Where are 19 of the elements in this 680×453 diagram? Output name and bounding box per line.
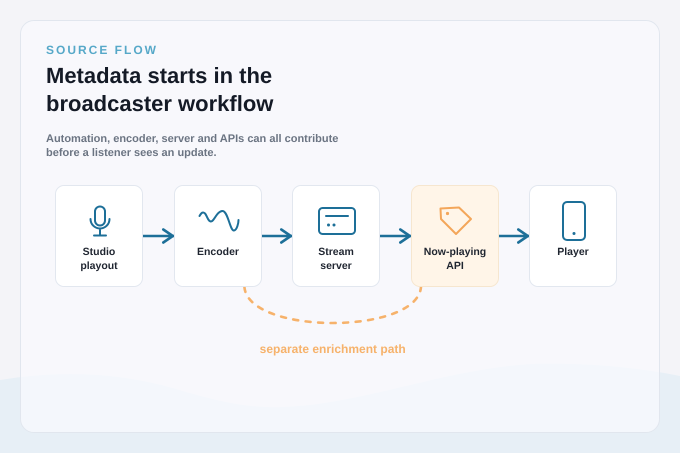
arrow bbox=[143, 228, 174, 244]
edge-label: separate enrichment path bbox=[260, 342, 406, 357]
diagram-title: Metadata starts in the broadcaster workflow bbox=[46, 62, 274, 118]
node-label: Encoder bbox=[197, 245, 239, 259]
arrow bbox=[262, 228, 292, 244]
arrow bbox=[499, 228, 530, 244]
process-box bbox=[292, 185, 380, 287]
node-label: Now-playing API bbox=[422, 245, 488, 273]
process-box bbox=[529, 185, 617, 287]
process-box bbox=[411, 185, 499, 287]
node-label: Stream server bbox=[317, 245, 355, 273]
process-box bbox=[55, 185, 143, 287]
arrow bbox=[380, 228, 412, 244]
subtitle-text: Automation, encoder, server and APIs can all contribute before a listener sees an update. bbox=[46, 132, 340, 160]
eyebrow-label: SOURCE FLOW bbox=[46, 42, 158, 58]
node-label: Player bbox=[557, 245, 589, 259]
node-label: Studio playout bbox=[79, 245, 119, 273]
process-box bbox=[174, 185, 262, 287]
dashed-connector bbox=[243, 286, 422, 324]
